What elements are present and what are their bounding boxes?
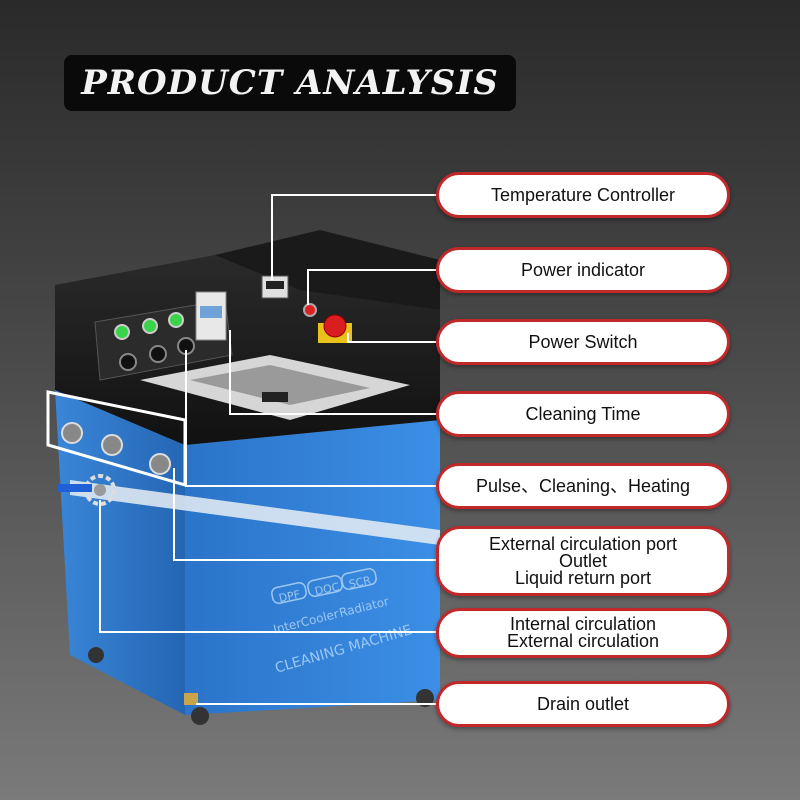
callout-ports: External circulation port Outlet Liquid … bbox=[436, 526, 730, 596]
callout-drain-outlet: Drain outlet bbox=[436, 681, 730, 727]
callout-drain-outlet-text: Drain outlet bbox=[536, 693, 630, 714]
wheel-back-left bbox=[88, 647, 104, 663]
external-circulation-port bbox=[61, 422, 83, 444]
callout-ports-line-1: External circulation port bbox=[488, 533, 678, 554]
valve-handle bbox=[58, 484, 92, 492]
callout-power-indicator: Power indicator bbox=[436, 247, 730, 293]
wheel-front-left bbox=[191, 707, 209, 725]
front-label-doc: DOC bbox=[314, 580, 341, 598]
callout-power-switch: Power Switch bbox=[436, 319, 730, 365]
callout-power-indicator-text: Power indicator bbox=[520, 259, 646, 280]
callout-pulse-cleaning-heating-text: Pulse、Cleaning、Heating bbox=[475, 475, 691, 496]
liquid-return-port bbox=[149, 453, 171, 475]
pulse-light bbox=[114, 324, 130, 340]
page-title: PRODUCT ANALYSIS bbox=[64, 55, 516, 111]
power-switch-knob bbox=[323, 314, 347, 338]
callout-cleaning-time-text: Cleaning Time bbox=[525, 403, 641, 424]
cabinet-stripe bbox=[70, 480, 440, 545]
cleaning-knob bbox=[149, 345, 167, 363]
callout-circulation-line-1: Internal circulation bbox=[509, 614, 657, 634]
pulse-knob bbox=[119, 353, 137, 371]
callout-cleaning-time: Cleaning Time bbox=[436, 391, 730, 437]
wheel-front-right bbox=[416, 689, 434, 707]
cabinet-front bbox=[185, 420, 440, 715]
front-label-dpf: DPF bbox=[278, 588, 302, 605]
power-indicator-light bbox=[303, 303, 317, 317]
callout-pulse-cleaning-heating: Pulse、Cleaning、Heating bbox=[436, 463, 730, 509]
tank-inner bbox=[190, 365, 370, 405]
callout-ports-line-3: Liquid return port bbox=[514, 567, 652, 588]
outlet-port bbox=[101, 434, 123, 456]
heating-light bbox=[168, 312, 184, 328]
leader-lines bbox=[99, 194, 438, 705]
cleaning-light bbox=[142, 318, 158, 334]
front-labels bbox=[271, 568, 377, 604]
callout-circulation: Internal circulation External circulatio… bbox=[436, 608, 730, 658]
front-label-scr: SCR bbox=[348, 574, 373, 591]
callout-power-switch-text: Power Switch bbox=[528, 331, 638, 352]
callout-temperature-controller: Temperature Controller bbox=[436, 172, 730, 218]
drain-outlet-fitting bbox=[184, 693, 198, 705]
lid-handle bbox=[262, 392, 288, 402]
callout-temperature-controller-text: Temperature Controller bbox=[490, 184, 676, 205]
callout-circulation-line-2: External circulation bbox=[506, 631, 660, 651]
callout-ports-line-2: Outlet bbox=[558, 550, 608, 571]
